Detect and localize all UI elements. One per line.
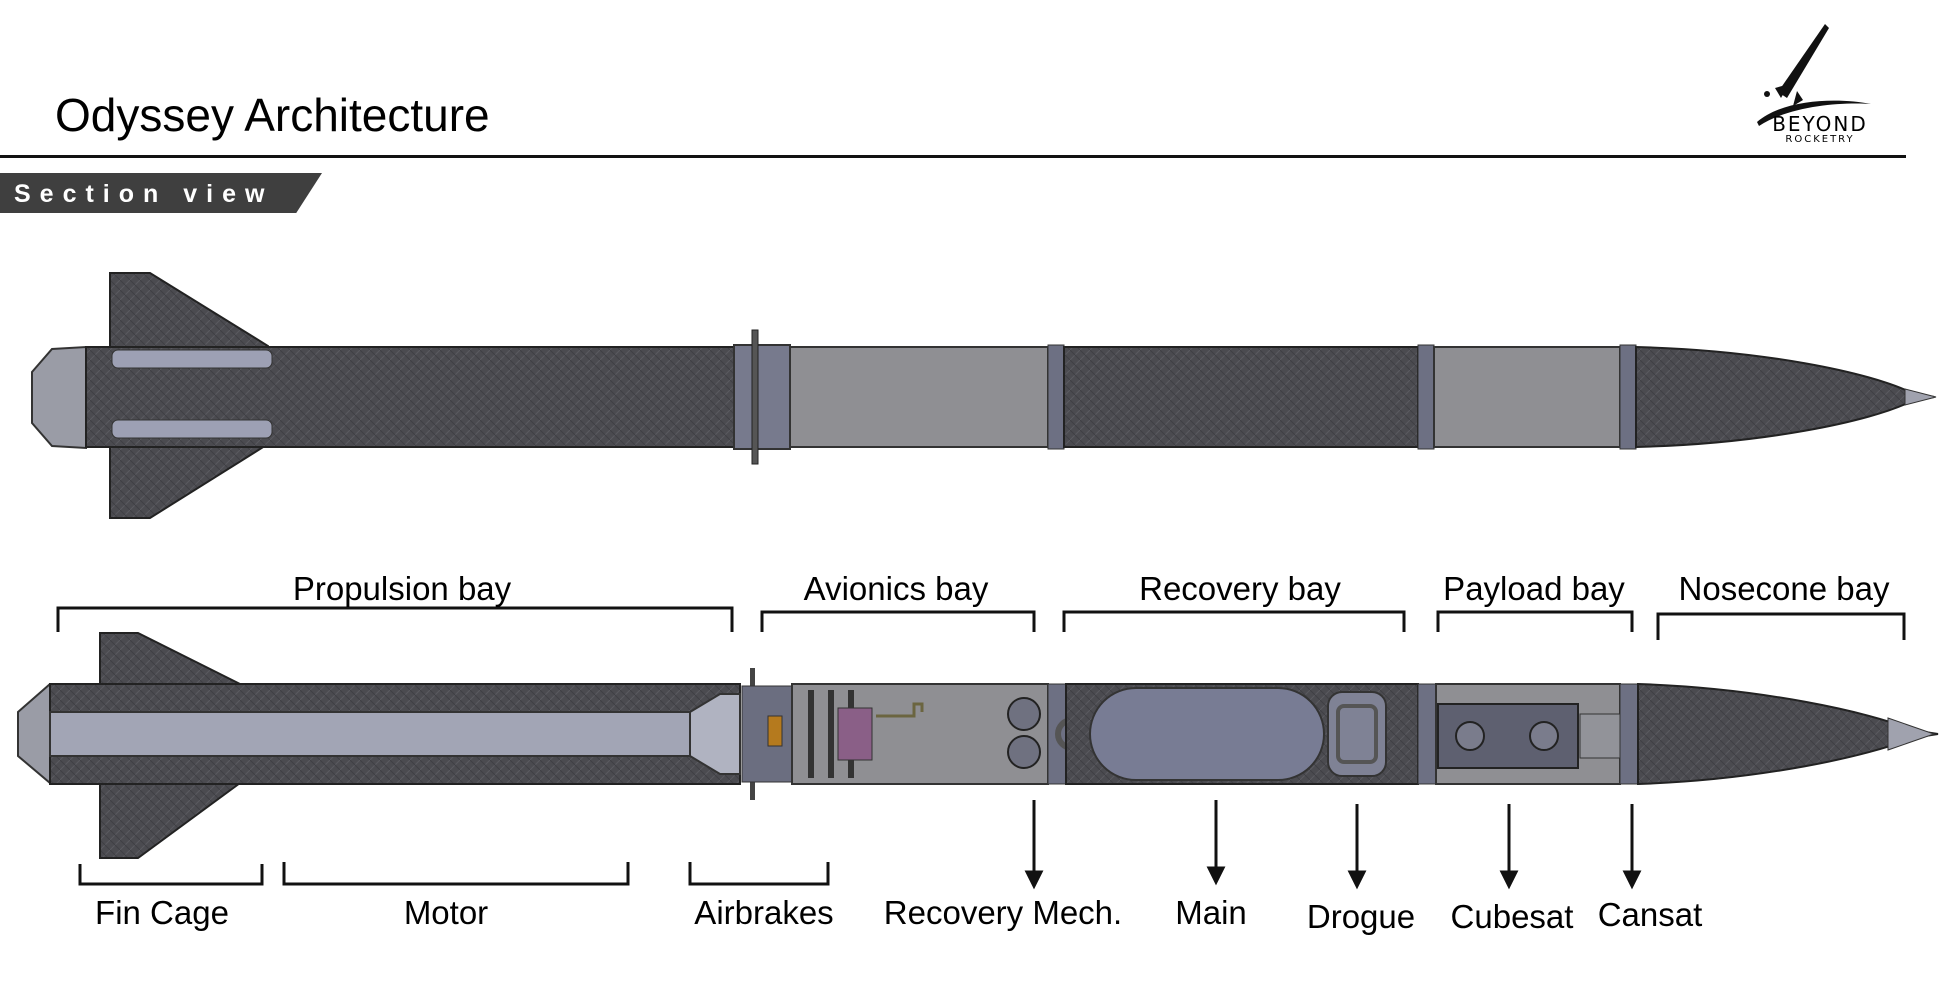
component-brackets	[78, 862, 830, 886]
fin-cage-rail-lower	[111, 419, 273, 439]
airbrake-motor	[767, 715, 783, 747]
arrow-head-recovery-mech	[1024, 870, 1044, 890]
airbrake-plate	[751, 329, 759, 465]
motor-casing	[49, 711, 691, 757]
bay-label-propulsion: Propulsion bay	[292, 570, 512, 607]
drogue-strap	[1336, 704, 1378, 764]
component-label-cansat: Cansat	[1597, 896, 1703, 933]
bracket-nosecone	[1656, 612, 1906, 640]
recovery-tube	[1063, 346, 1419, 448]
bracket-payload	[1436, 610, 1634, 632]
component-label-airbrakes: Airbrakes	[694, 894, 834, 931]
section-coupler-3	[1619, 683, 1639, 785]
component-arrows	[1024, 800, 1642, 890]
tail-cap	[31, 345, 87, 450]
drogue-parachute	[1327, 691, 1387, 777]
coupler-band-2	[1417, 344, 1435, 450]
avionics-board-1	[808, 690, 814, 778]
airbrake-coupler	[733, 344, 791, 450]
cubesat-wheel-2	[1529, 721, 1559, 751]
bracket-recovery	[1062, 610, 1406, 632]
logo-subtitle: ROCKETRY	[1785, 134, 1855, 145]
nosecone	[1635, 345, 1935, 449]
logo-wordmark: BEYOND	[1772, 112, 1868, 136]
recovery-mech-wheel-2	[1007, 735, 1041, 769]
bay-brackets	[56, 606, 1906, 640]
section-view	[17, 632, 1939, 859]
component-label-drogue: Drogue	[1306, 898, 1416, 935]
exterior-view	[31, 272, 1937, 519]
bracket-fin-cage	[78, 864, 264, 886]
battery-pack	[837, 707, 873, 761]
nose-tip	[1904, 388, 1937, 406]
section-nose-tip	[1887, 717, 1936, 751]
bracket-motor	[282, 862, 630, 886]
motor-bulkhead	[689, 693, 741, 775]
section-lower-fin	[99, 782, 244, 859]
component-label-motor: Motor	[403, 894, 489, 931]
section-upper-fin	[99, 632, 241, 685]
coupler-band-3	[1619, 344, 1637, 450]
arrow-head-drogue	[1347, 870, 1367, 890]
antenna	[876, 702, 924, 718]
component-label-fin-cage: Fin Cage	[95, 894, 229, 931]
section-avionics-tube	[791, 683, 1049, 785]
rocket-logo-icon	[1757, 24, 1871, 126]
airbrake-mechanism	[741, 685, 793, 783]
main-parachute	[1089, 687, 1325, 781]
bay-label-avionics: Avionics bay	[803, 570, 989, 607]
bay-label-nosecone: Nosecone bay	[1678, 570, 1890, 607]
section-tag-label: Section view	[14, 180, 274, 208]
payload-tube	[1433, 346, 1621, 448]
bracket-propulsion	[56, 606, 734, 632]
component-label-recovery-mech: Recovery Mech.	[883, 894, 1123, 931]
section-coupler-2	[1417, 683, 1437, 785]
fin-cage-rail-upper	[111, 349, 273, 369]
recovery-mech-wheel-1	[1007, 697, 1041, 731]
bay-label-recovery: Recovery bay	[1139, 570, 1341, 607]
avionics-board-2	[828, 690, 834, 778]
bracket-avionics	[760, 610, 1036, 632]
cubesat-wheel-1	[1455, 721, 1485, 751]
section-tag: Section view	[0, 173, 322, 213]
bracket-airbrakes	[688, 862, 830, 886]
arrow-head-cubesat	[1499, 870, 1519, 890]
component-label-cubesat: Cubesat	[1450, 898, 1574, 935]
arrow-head-cansat	[1622, 870, 1642, 890]
component-label-main: Main	[1175, 894, 1247, 931]
coupler-band-1	[1047, 344, 1065, 450]
page-title: Odyssey Architecture	[55, 89, 490, 141]
avionics-tube	[789, 346, 1049, 448]
arrow-head-main	[1206, 866, 1226, 886]
title-divider	[0, 155, 1906, 158]
bay-label-payload: Payload bay	[1443, 570, 1625, 607]
